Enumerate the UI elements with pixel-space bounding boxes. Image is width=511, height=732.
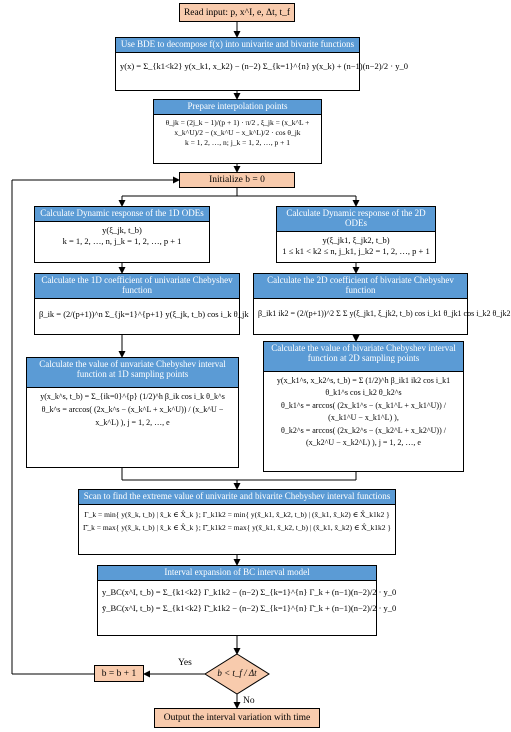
right3-theta2: θ_k2^s = arccos( (2x_k2^s − (x_k2^L + x_… — [281, 425, 446, 447]
left3-block: Calculate the value of unvariate Chebysh… — [26, 357, 239, 468]
expand-upper: ȳ_BC(x^I, t_b) = Σ_{k1<k2} Γ̄_k1k2 − (n−… — [102, 603, 397, 614]
left2-block: Calculate the 1D coefficient of univaria… — [34, 273, 249, 335]
left1-formula: y(ξ_jk, t_b) — [102, 224, 142, 235]
left1-block: Calculate Dynamic response of the 1D ODE… — [34, 206, 210, 263]
increment-node: b = b + 1 — [94, 665, 144, 682]
right3-formula: y(x_k1^s, x_k2^s, t_b) = Σ (1/2)^h β_ik1… — [276, 376, 451, 398]
decision-diamond — [204, 653, 270, 695]
bde-title: Use BDE to decompose f(x) into univarite… — [116, 38, 359, 53]
right3-block: Calculate the value of bivariate Chebysh… — [263, 341, 464, 472]
right1-block: Calculate Dynamic response of the 2D ODE… — [276, 206, 436, 263]
init-label: Initialize b = 0 — [209, 175, 265, 185]
left3-theta: θ_k^s = arccos( (2x_k^s − (x_k^L + x_k^U… — [41, 404, 224, 427]
left3-title: Calculate the value of unvariate Chebysh… — [27, 358, 238, 388]
scan-max: Γ̄_k = max{ y(x̂_k, t_b) | x̂_k ∈ X̂_k }… — [83, 523, 391, 533]
right3-title: Calculate the value of bivariate Chebysh… — [264, 342, 463, 372]
bde-block: Use BDE to decompose f(x) into univarite… — [115, 37, 408, 91]
right1-range: 1 ≤ k1 < k2 ≤ n, j_k1, j_k2 = 1, 2, …, p… — [282, 246, 430, 257]
connector-lines — [11, 22, 360, 709]
interp-range: k = 1, 2, …, n; j_k = 1, 2, …, p + 1 — [185, 138, 290, 148]
left1-range: k = 1, 2, …, n, j_k = 1, 2, …, p + 1 — [62, 236, 182, 247]
interp-title: Prepare interpolation points — [154, 100, 321, 115]
left2-title: Calculate the 1D coefficient of univaria… — [35, 274, 239, 299]
right1-formula: y(ξ_jk1, ξ_jk2, t_b) — [322, 234, 390, 245]
start-label: Read input: p, x^I, e, Δt, t_f — [183, 7, 291, 18]
right2-block: Calculate the 2D coefficient of bivariat… — [253, 273, 511, 335]
scan-block: Scan to find the extreme value of univar… — [78, 489, 396, 555]
bde-formula: y(x) = Σ_{k1<k2} y(x_k1, x_k2) − (n−2) Σ… — [120, 60, 408, 71]
start-node: Read input: p, x^I, e, Δt, t_f — [179, 3, 295, 22]
expand-lower: y_BC(x^I, t_b) = Σ_{k1<k2} Γ_k1k2 − (n−2… — [102, 586, 397, 597]
right3-theta1: θ_k1^s = arccos( (2x_k1^s − (x_k1^L + x_… — [281, 400, 446, 423]
scan-title: Scan to find the extreme value of univar… — [79, 490, 395, 505]
right1-title: Calculate Dynamic response of the 2D ODE… — [277, 207, 435, 232]
left3-formula: y(x_k^s, t_b) = Σ_{ik=0}^{p} (1/2)^h β_i… — [40, 392, 225, 401]
right2-title: Calculate the 2D coefficient of bivariat… — [254, 274, 467, 299]
interp-block: Prepare interpolation points θ_jk = (2j_… — [153, 99, 322, 164]
expand-title: Interval expansion of BC interval model — [98, 566, 376, 581]
init-node: Initialize b = 0 — [179, 172, 295, 188]
expand-block: Interval expansion of BC interval model … — [97, 565, 397, 636]
left1-title: Calculate Dynamic response of the 1D ODE… — [35, 207, 209, 222]
no-label: No — [243, 696, 255, 706]
interp-formula: θ_jk = (2j_k − 1)/(p + 1) · π/2 , ξ_jk =… — [165, 117, 310, 138]
left2-formula: β_ik = (2/(p+1))^n Σ_{jk=1}^{p+1} y(ξ_jk… — [39, 308, 249, 319]
decision-label: b < t_f / Δt — [217, 668, 257, 678]
end-label: Output the interval variation with time — [163, 713, 311, 723]
right2-formula: β_ik1 ik2 = (2/(p+1))^2 Σ Σ y(ξ_jk1, ξ_j… — [258, 308, 511, 318]
yes-label: Yes — [178, 658, 192, 668]
increment-label: b = b + 1 — [101, 668, 137, 679]
scan-min: Γ_k = min{ y(x̂_k, t_b) | x̂_k ∈ X̂_k };… — [84, 509, 390, 519]
end-node: Output the interval variation with time — [154, 708, 320, 728]
